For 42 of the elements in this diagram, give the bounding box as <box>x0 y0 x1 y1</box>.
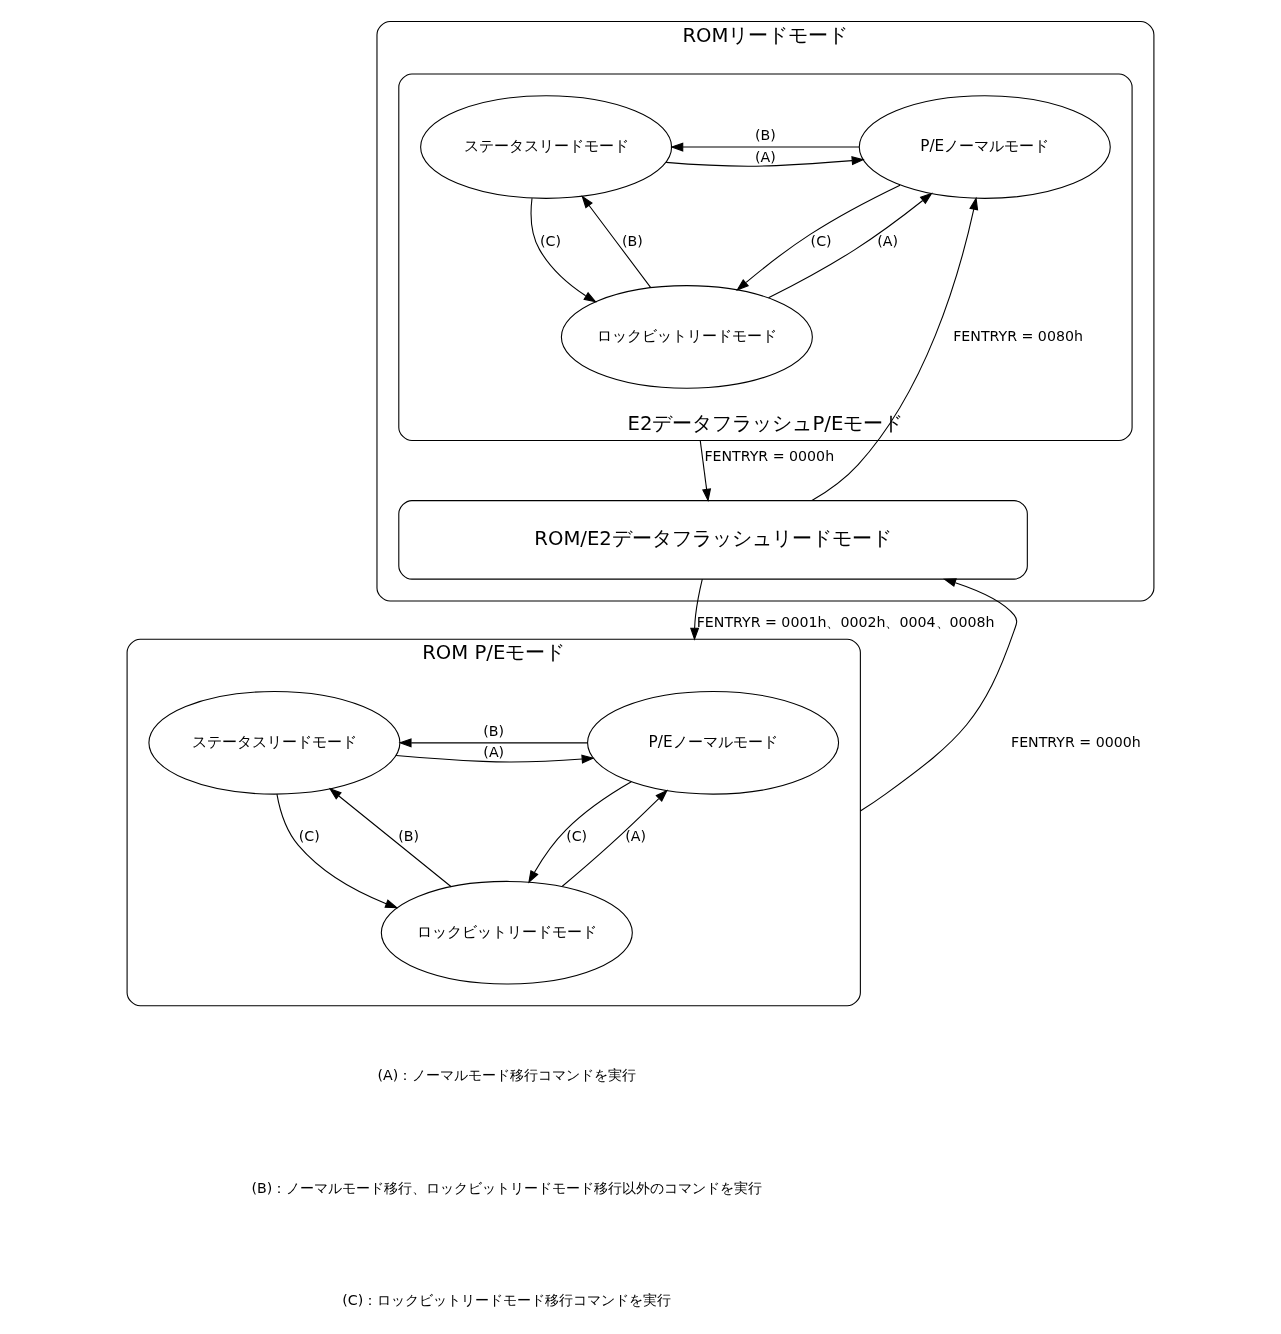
edge-label: (A) <box>625 828 646 845</box>
edge-label: (B) <box>483 722 505 739</box>
arrow <box>561 789 668 887</box>
arrow <box>398 738 588 748</box>
node-ellipse: ステータスリードモード <box>148 691 401 795</box>
arrow <box>768 192 933 299</box>
edge-label: (B) <box>621 232 643 249</box>
label: (C)：ロックビットリードモード移行コマンドを実行 <box>342 1292 672 1309</box>
edge-label: (B) <box>398 828 420 845</box>
edge-label: (C) <box>566 828 588 845</box>
arrow <box>528 781 632 884</box>
edge-label: (A) <box>483 744 505 761</box>
arrow <box>699 440 712 502</box>
edge-label: (A) <box>755 148 776 165</box>
edge-label: (C) <box>539 232 561 249</box>
node-ellipse: P/Eノーマルモード <box>858 95 1111 199</box>
arrow <box>328 787 452 888</box>
arrow <box>811 196 979 502</box>
edge-label: (C) <box>298 828 320 845</box>
arrow <box>581 195 652 289</box>
arrow <box>690 578 703 641</box>
arrow <box>665 156 865 167</box>
node-box: ROM/E2データフラッシュリードモード <box>398 500 1028 580</box>
node-ellipse: ステータスリードモード <box>420 95 673 199</box>
arrow <box>395 754 595 764</box>
edge-label: FENTRYR = 0001h、0002h、0004、0008h <box>696 613 995 630</box>
arrow <box>530 197 597 303</box>
node-ellipse: ロックビットリードモード <box>380 880 633 985</box>
arrow <box>736 184 901 291</box>
arrow <box>670 142 860 152</box>
edge-label: (B) <box>755 126 776 143</box>
edge-label: (A) <box>877 232 899 249</box>
arrow <box>859 578 1018 812</box>
node-ellipse: P/Eノーマルモード <box>587 691 840 795</box>
edge-label: (C) <box>810 232 832 249</box>
node-ellipse: ロックビットリードモード <box>560 285 813 389</box>
arrow <box>276 793 399 909</box>
edge-label: FENTRYR = 0000h <box>1011 733 1141 750</box>
label: (B)：ノーマルモード移行、ロックビットリードモード移行以外のコマンドを実行 <box>251 1179 763 1196</box>
label: (A)：ノーマルモード移行コマンドを実行 <box>377 1067 637 1084</box>
edge-label: FENTRYR = 0080h <box>953 327 1083 344</box>
edge-label: FENTRYR = 0000h <box>704 447 835 464</box>
